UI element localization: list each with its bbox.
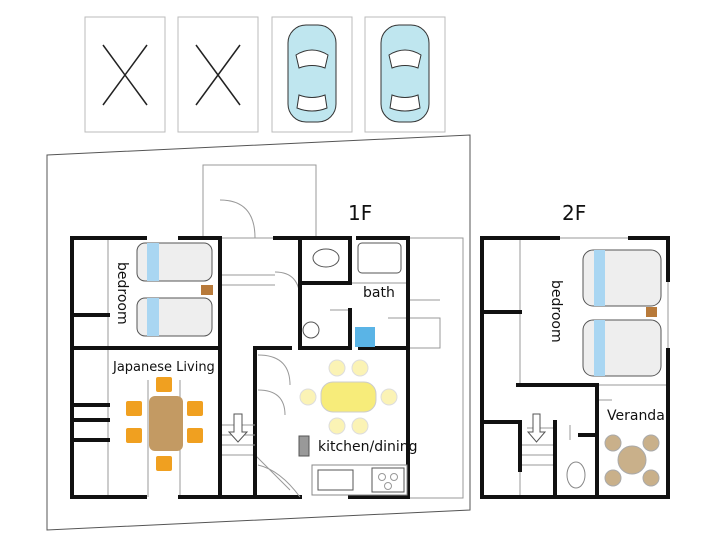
- staircase: [522, 413, 553, 466]
- second-floor: 2F bedroom Veranda: [480, 201, 670, 499]
- nightstand: [646, 307, 657, 317]
- toilet: [312, 248, 340, 268]
- floor-label-2f: 2F: [562, 201, 586, 225]
- washbasin: [302, 321, 320, 339]
- staircase: [222, 413, 301, 498]
- washing-machine: [355, 327, 375, 347]
- down-arrow-icon: [227, 413, 249, 443]
- kitchen-sink: [317, 469, 354, 491]
- japanese-table-set: [126, 377, 203, 471]
- toilet: [566, 461, 586, 489]
- bathtub: [357, 242, 402, 274]
- cross-icon: [195, 44, 241, 106]
- room-label-kitchen-dining: kitchen/dining: [318, 439, 418, 455]
- parking-space-unavailable: [177, 16, 259, 133]
- bed: [136, 297, 213, 337]
- veranda-table-set: [604, 434, 660, 487]
- room-label-bedroom-1f: bedroom: [114, 262, 130, 325]
- room-label-bedroom-2f: bedroom: [548, 280, 564, 343]
- nightstand: [201, 285, 213, 295]
- first-floor: 1F bedroom bath Japanese Living: [70, 199, 441, 499]
- lot-boundary: [46, 134, 471, 531]
- parking-area: [84, 16, 446, 133]
- side-yard: [407, 237, 464, 499]
- room-label-japanese-living: Japanese Living: [112, 360, 215, 375]
- parking-space-unavailable: [84, 16, 166, 133]
- bed: [582, 249, 662, 307]
- bed: [582, 319, 662, 377]
- car-icon: [380, 24, 430, 123]
- floor-label-1f: 1F: [348, 201, 372, 225]
- down-arrow-icon: [526, 413, 547, 443]
- stove: [371, 467, 405, 493]
- parking-space-car: [271, 16, 353, 133]
- room-label-bath: bath: [363, 285, 395, 301]
- cross-icon: [102, 44, 148, 106]
- parking-space-car: [364, 16, 446, 133]
- entrance-porch: [202, 164, 317, 239]
- refrigerator: [298, 435, 310, 457]
- dining-table-set: [299, 359, 398, 435]
- room-label-veranda: Veranda: [607, 408, 665, 424]
- car-icon: [287, 24, 337, 123]
- bed: [136, 242, 213, 282]
